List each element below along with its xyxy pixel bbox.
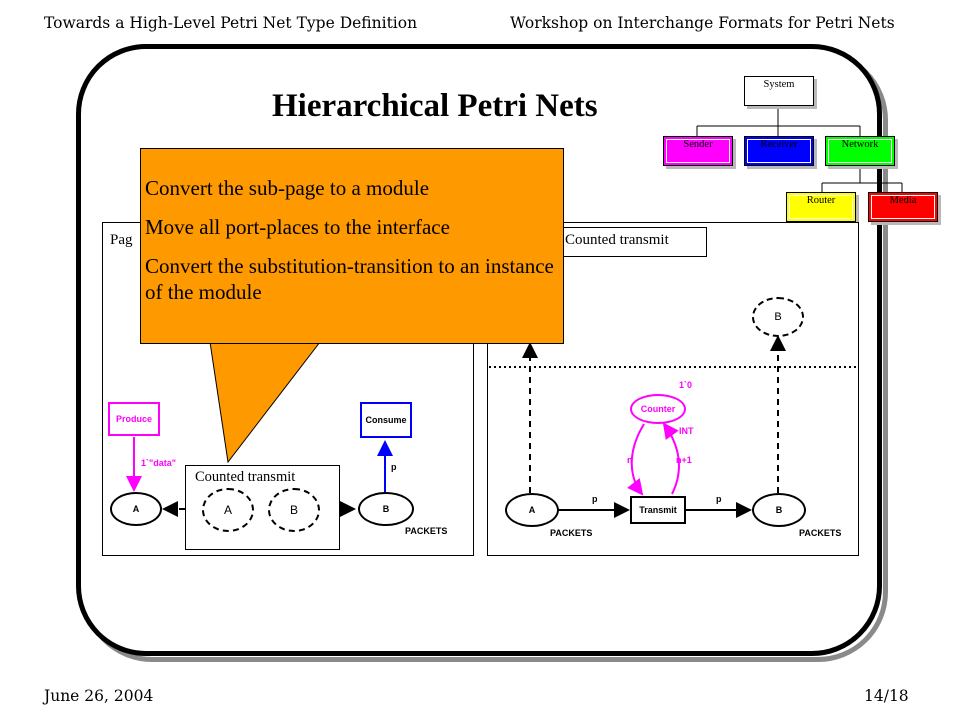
- slide-title: Hierarchical Petri Nets: [272, 88, 598, 124]
- place-b-right: B: [752, 493, 806, 527]
- arc-counter-n: [627, 423, 645, 496]
- callout-line-1: Convert the sub-page to a module: [145, 176, 430, 200]
- packets-left: PACKETS: [405, 526, 448, 536]
- place-counter-label: Counter: [640, 404, 676, 414]
- header-right-title: Workshop on Interchange Formats for Petr…: [510, 14, 895, 32]
- place-b-left-label: B: [382, 504, 390, 514]
- arc-label-p2: p: [716, 494, 722, 504]
- inscription-p-left: p: [391, 462, 397, 472]
- arc-label-n: n: [627, 455, 633, 465]
- place-b-left: B: [358, 492, 414, 526]
- header-left-title: Towards a High-Level Petri Net Type Defi…: [44, 14, 418, 32]
- substitution-label: Counted transmit: [195, 469, 296, 485]
- port-place-b-interface: B: [752, 297, 804, 337]
- transition-consume: Consume: [360, 402, 412, 438]
- tree-node-system: System: [744, 76, 814, 106]
- place-a-right-label: A: [528, 505, 536, 515]
- right-page-tab: [556, 227, 707, 257]
- footer-date: June 26, 2004: [44, 687, 154, 705]
- right-page-label: Counted transmit: [565, 232, 669, 248]
- place-a-right: A: [505, 493, 559, 527]
- left-page-label: Pag: [110, 232, 133, 248]
- tree-node-network: Network: [825, 136, 895, 166]
- sub-place-a-label: A: [223, 503, 232, 517]
- place-counter: Counter: [630, 394, 686, 424]
- callout-line-3: Convert the substitution-transition to a…: [145, 254, 554, 304]
- arc-label-p1: p: [592, 494, 598, 504]
- sub-place-a: A: [202, 488, 254, 532]
- counter-init: 1`0: [679, 380, 693, 390]
- packets-a-right: PACKETS: [550, 528, 593, 538]
- transition-produce: Produce: [108, 402, 160, 436]
- transition-transmit: Transmit: [630, 496, 686, 524]
- tree-node-router: Router: [786, 192, 856, 222]
- inscription-data: 1`"data": [141, 458, 177, 468]
- arc-label-n1: n+1: [676, 455, 692, 465]
- place-b-right-label: B: [775, 505, 783, 515]
- packets-b-right: PACKETS: [799, 528, 842, 538]
- sub-place-b-label: B: [289, 503, 298, 517]
- counter-type: INT: [679, 426, 694, 436]
- arc-counter-n1: [662, 422, 680, 495]
- place-a-left: A: [110, 492, 162, 526]
- port-place-b-label: B: [774, 311, 782, 323]
- callout-line-2: Move all port-places to the interface: [145, 215, 450, 239]
- footer-page-number: 14/18: [864, 687, 909, 705]
- tree-node-media: Media: [868, 192, 938, 222]
- callout-box: Convert the sub-page to a module Move al…: [140, 148, 564, 344]
- sub-place-b: B: [268, 488, 320, 532]
- tree-node-receiver: Receiver: [744, 136, 814, 166]
- place-a-left-label: A: [132, 504, 140, 514]
- tree-node-sender: Sender: [663, 136, 733, 166]
